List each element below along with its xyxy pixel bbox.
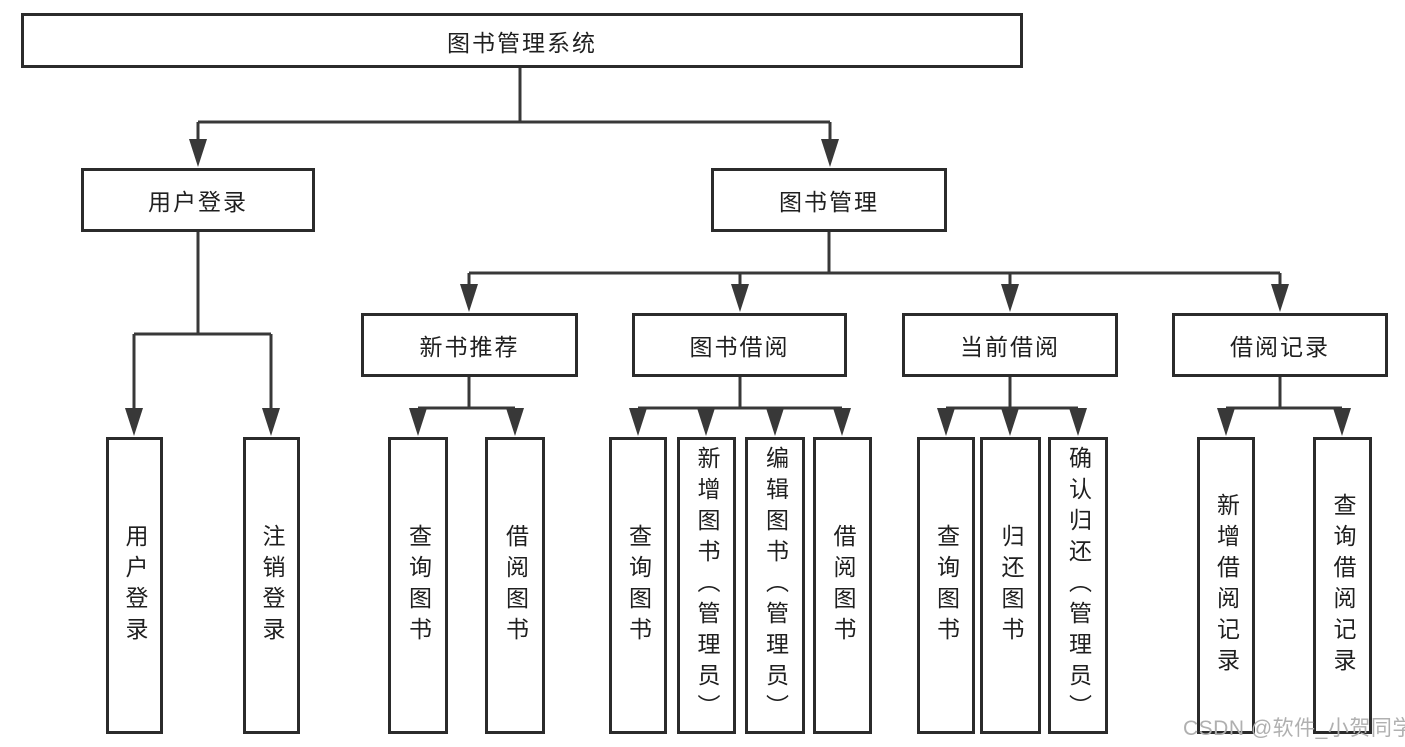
leaf-query-books-b-label: 查询图书: [625, 523, 652, 648]
arrowhead-icon: [629, 408, 647, 436]
leaf-borrow-books-a-label: 借阅图书: [502, 523, 529, 648]
leaf-edit-book-label: 编辑图书（管理员）: [762, 446, 789, 725]
borrow-records-node: 借阅记录: [1172, 313, 1388, 377]
arrowhead-icon: [262, 408, 280, 436]
leaf-return-book-node: 归还图书: [980, 437, 1041, 734]
new-book-rec-label: 新书推荐: [419, 334, 520, 360]
leaf-query-books-b-node: 查询图书: [609, 437, 667, 734]
current-borrow-label: 当前借阅: [960, 334, 1060, 360]
leaf-confirm-return-node: 确认归还（管理员）: [1048, 437, 1108, 734]
leaf-query-borrow-rec-node: 查询借阅记录: [1313, 437, 1372, 734]
leaf-query-books-c-label: 查询图书: [933, 523, 960, 648]
book-borrow-node: 图书借阅: [632, 313, 847, 377]
current-borrow-node: 当前借阅: [902, 313, 1118, 377]
leaf-query-borrow-rec-label: 查询借阅记录: [1330, 492, 1356, 679]
leaf-edit-book-node: 编辑图书（管理员）: [745, 437, 805, 734]
user-login-label: 用户登录: [148, 189, 248, 215]
leaf-return-book-label: 归还图书: [998, 523, 1024, 648]
arrowhead-icon: [1217, 408, 1235, 436]
leaf-query-books-a-node: 查询图书: [388, 437, 448, 734]
arrowhead-icon: [1271, 284, 1289, 312]
arrowhead-icon: [1333, 408, 1351, 436]
leaf-add-borrow-rec-node: 新增借阅记录: [1197, 437, 1255, 734]
book-mgmt-node: 图书管理: [711, 168, 947, 232]
new-book-rec-node: 新书推荐: [361, 313, 578, 377]
arrowhead-icon: [766, 408, 784, 436]
arrowhead-icon: [731, 284, 749, 312]
arrowhead-icon: [506, 408, 524, 436]
leaf-query-books-c-node: 查询图书: [917, 437, 975, 734]
leaf-borrow-books-a-node: 借阅图书: [485, 437, 545, 734]
book-mgmt-label: 图书管理: [779, 189, 879, 215]
user-login-node: 用户登录: [81, 168, 315, 232]
leaf-logout-node: 注销登录: [243, 437, 300, 734]
leaf-borrow-books-b-node: 借阅图书: [813, 437, 872, 734]
arrowhead-icon: [937, 408, 955, 436]
book-borrow-label: 图书借阅: [689, 334, 790, 360]
root-node: 图书管理系统: [21, 13, 1023, 68]
arrowhead-icon: [833, 408, 851, 436]
leaf-user-login-label: 用户登录: [122, 523, 148, 648]
leaf-add-book-node: 新增图书（管理员）: [677, 437, 736, 734]
root-label: 图书管理系统: [447, 29, 597, 56]
arrowhead-icon: [125, 408, 143, 436]
leaf-confirm-return-label: 确认归还（管理员）: [1065, 446, 1092, 725]
leaf-query-books-a-label: 查询图书: [405, 523, 432, 648]
leaf-borrow-books-b-label: 借阅图书: [830, 523, 856, 648]
leaf-user-login-node: 用户登录: [106, 437, 163, 734]
arrowhead-icon: [1001, 284, 1019, 312]
leaf-add-borrow-rec-label: 新增借阅记录: [1213, 492, 1240, 679]
arrowhead-icon: [821, 139, 839, 167]
arrowhead-icon: [189, 139, 207, 167]
borrow-records-label: 借阅记录: [1230, 334, 1330, 360]
arrowhead-icon: [460, 284, 478, 312]
watermark: CSDN @软件_小贺同学: [1183, 717, 1405, 740]
arrowhead-icon: [1001, 408, 1019, 436]
leaf-add-book-label: 新增图书（管理员）: [694, 446, 720, 725]
arrowhead-icon: [409, 408, 427, 436]
arrowhead-icon: [697, 408, 715, 436]
leaf-logout-label: 注销登录: [259, 523, 285, 648]
arrowhead-icon: [1069, 408, 1087, 436]
